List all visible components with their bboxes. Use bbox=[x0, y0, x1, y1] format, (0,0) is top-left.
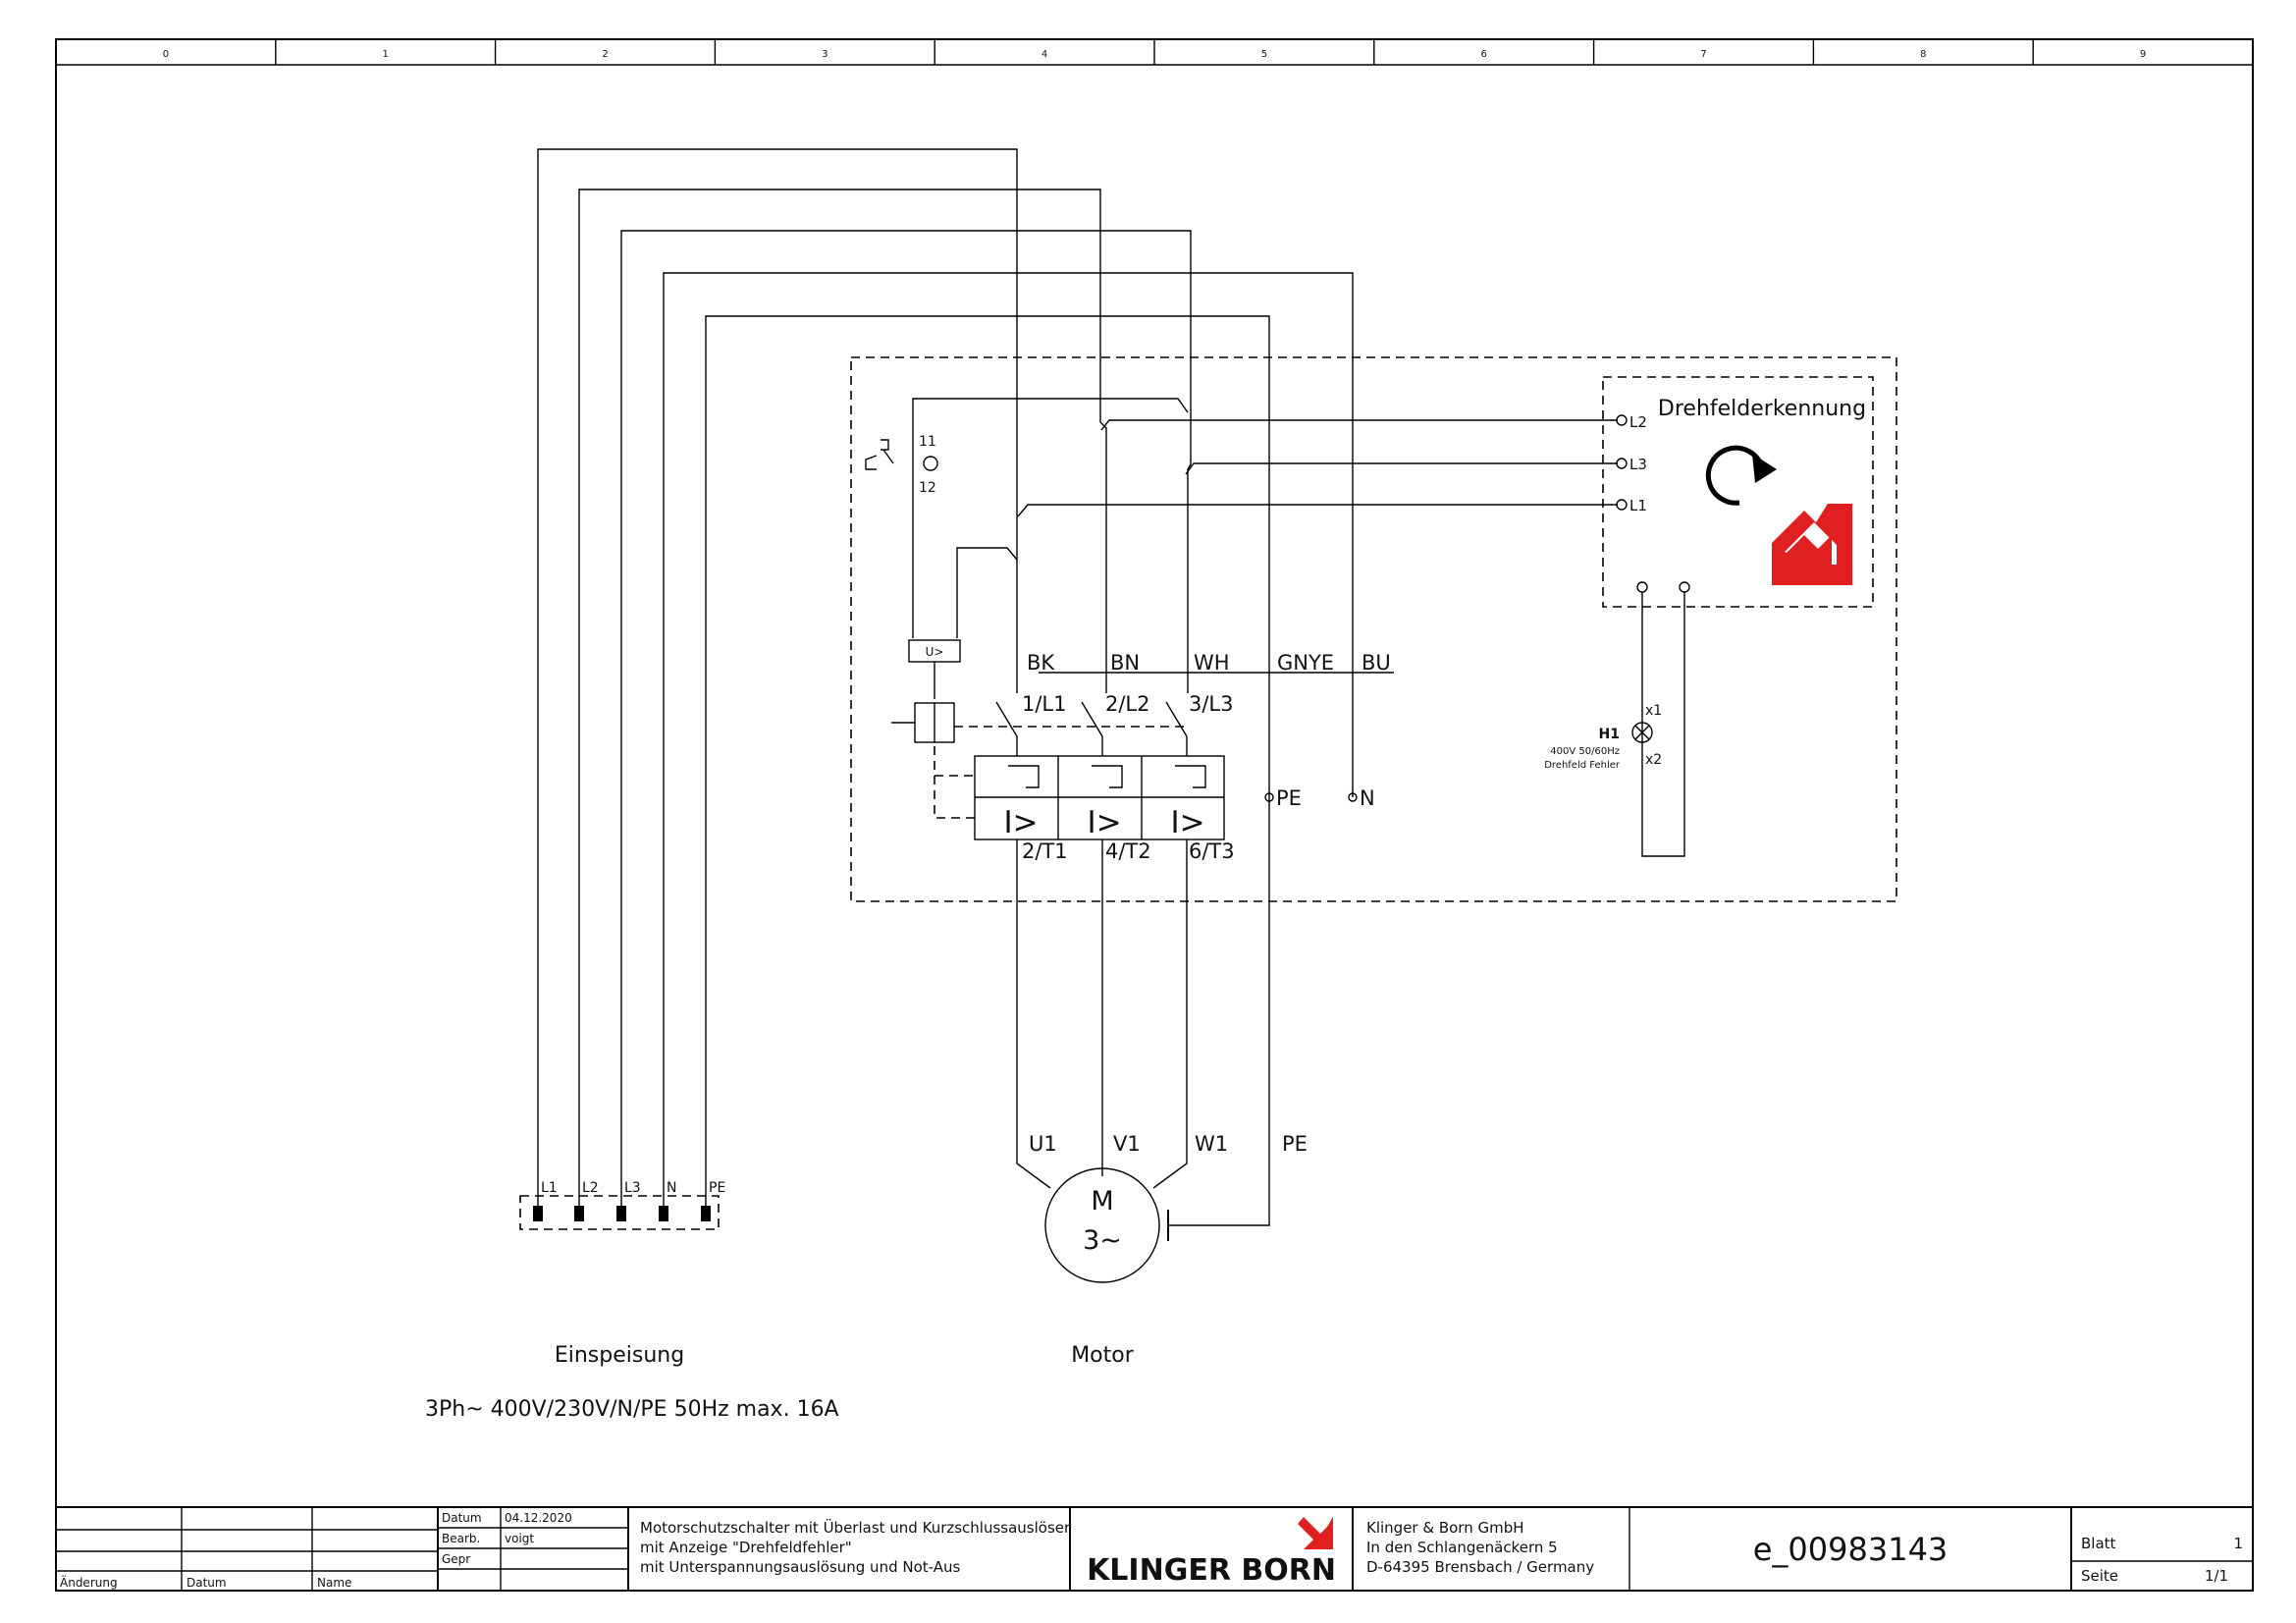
blatt-value: 1 bbox=[2233, 1535, 2243, 1552]
wire-label-bu: BU bbox=[1362, 651, 1391, 675]
terminal-label-l1: L1 bbox=[541, 1180, 558, 1196]
ruler-col-5: 5 bbox=[1261, 49, 1267, 60]
lamp-id: H1 bbox=[1599, 727, 1620, 742]
motor-symbol-top: M bbox=[1091, 1186, 1113, 1217]
breaker-output-2: 4/T2 bbox=[1105, 839, 1151, 863]
supply-spec: 3Ph~ 400V/230V/N/PE 50Hz max. 16A bbox=[425, 1397, 839, 1422]
ruler-col-9: 9 bbox=[2140, 49, 2146, 60]
breaker-input-1: 1/L1 bbox=[1022, 692, 1067, 716]
klinger-born-mark-icon bbox=[1772, 504, 1852, 585]
breaker-output-3: 6/T3 bbox=[1189, 839, 1235, 863]
rev-col-datum: Datum bbox=[187, 1576, 227, 1590]
motor-protection-breaker: I> I> I> bbox=[974, 755, 1225, 840]
address-line-1: Klinger & Born GmbH bbox=[1366, 1519, 1524, 1537]
ruler-col-6: 6 bbox=[1481, 49, 1487, 60]
terminal-label-n: N bbox=[667, 1180, 676, 1196]
breaker-output-1: 2/T1 bbox=[1022, 839, 1068, 863]
wire-label-bn: BN bbox=[1110, 651, 1140, 675]
wire-label-wh: WH bbox=[1194, 651, 1230, 675]
trip-label-3: I> bbox=[1170, 805, 1204, 840]
control-wiring bbox=[912, 398, 1618, 674]
lamp-desc: Drehfeld Fehler bbox=[1544, 760, 1621, 771]
lamp-x2-label: x2 bbox=[1645, 752, 1662, 768]
breaker-input-2: 2/L2 bbox=[1105, 692, 1150, 716]
motor-terminal-u1: U1 bbox=[1029, 1132, 1057, 1156]
lamp-x1-label: x1 bbox=[1645, 703, 1662, 719]
ruler-col-8: 8 bbox=[1920, 49, 1926, 60]
phase-terminal-l2: L2 bbox=[1629, 413, 1647, 431]
seite-label: Seite bbox=[2081, 1567, 2118, 1585]
phase-terminal-l1: L1 bbox=[1629, 497, 1647, 514]
phase-detector-title: Drehfelderkennung bbox=[1658, 397, 1866, 421]
gepr-label: Gepr bbox=[442, 1552, 470, 1566]
wire-label-gnye: GNYE bbox=[1277, 651, 1334, 675]
company-logo-arrow-icon bbox=[1298, 1517, 1333, 1549]
datum-label: Datum bbox=[442, 1511, 482, 1525]
phase-detector-module: Drehfelderkennung L2 L3 L1 bbox=[1602, 376, 1874, 608]
pe-terminal-label: PE bbox=[1276, 786, 1302, 810]
terminal-label-l2: L2 bbox=[582, 1180, 599, 1196]
n-terminal-label: N bbox=[1360, 786, 1375, 810]
column-ruler: 0 1 2 3 4 5 6 7 8 9 bbox=[163, 39, 2146, 65]
motor-caption: Motor bbox=[1071, 1343, 1135, 1368]
ruler-col-7: 7 bbox=[1700, 49, 1706, 60]
bearb-value: voigt bbox=[505, 1532, 534, 1545]
supply-terminal-block: L1 L2 L3 N PE bbox=[519, 1180, 725, 1230]
trip-label-2: I> bbox=[1087, 805, 1121, 840]
wire-color-labels: BK BN WH GNYE BU bbox=[1027, 651, 1391, 675]
ruler-col-2: 2 bbox=[602, 49, 608, 60]
rev-col-name: Name bbox=[317, 1576, 351, 1590]
breaker-contacts bbox=[891, 701, 1188, 819]
description-line-1: Motorschutzschalter mit Überlast und Kur… bbox=[640, 1518, 1071, 1537]
title-block: Änderung Datum Name Datum 04.12.2020 Bea… bbox=[56, 1506, 2253, 1591]
motor-terminal-v1: V1 bbox=[1113, 1132, 1141, 1156]
bearb-label: Bearb. bbox=[442, 1532, 480, 1545]
description-line-2: mit Anzeige "Drehfeldfehler" bbox=[640, 1539, 852, 1556]
ruler-col-0: 0 bbox=[163, 49, 169, 60]
motor-terminal-w1: W1 bbox=[1195, 1132, 1228, 1156]
supply-caption: Einspeisung bbox=[555, 1343, 684, 1368]
indicator-lamp-h1: x1 x2 H1 400V 50/60Hz Drehfeld Fehler bbox=[1544, 592, 1685, 857]
terminal-label-l3: L3 bbox=[624, 1180, 641, 1196]
trip-label-1: I> bbox=[1003, 805, 1038, 840]
motor-symbol: M 3~ U1 V1 W1 PE bbox=[1029, 1132, 1308, 1283]
blatt-label: Blatt bbox=[2081, 1535, 2116, 1552]
drawing-number: e_00983143 bbox=[1753, 1531, 1949, 1568]
sheet-frame bbox=[55, 38, 2254, 1592]
phase-terminal-l3: L3 bbox=[1629, 456, 1647, 473]
contact-12-label: 12 bbox=[919, 480, 936, 496]
breaker-input-3: 3/L3 bbox=[1189, 692, 1234, 716]
description-line-3: mit Unterspannungsauslösung und Not-Aus bbox=[640, 1558, 960, 1576]
seite-value: 1/1 bbox=[2205, 1567, 2228, 1585]
address-line-2: In den Schlangenäckern 5 bbox=[1366, 1539, 1558, 1556]
ruler-col-3: 3 bbox=[822, 49, 828, 60]
address-line-3: D-64395 Brensbach / Germany bbox=[1366, 1558, 1594, 1576]
terminal-label-pe: PE bbox=[709, 1180, 725, 1196]
rotation-arrow-icon bbox=[1705, 445, 1764, 506]
emergency-stop-contact: 11 12 bbox=[865, 434, 938, 496]
enclosure-box bbox=[850, 356, 1897, 902]
motor-leads bbox=[1016, 839, 1188, 1189]
lamp-spec: 400V 50/60Hz bbox=[1550, 746, 1620, 757]
feed-wires bbox=[537, 148, 1354, 1226]
ruler-col-1: 1 bbox=[383, 49, 389, 60]
motor-symbol-bottom: 3~ bbox=[1083, 1225, 1122, 1256]
contact-11-label: 11 bbox=[919, 434, 936, 450]
datum-value: 04.12.2020 bbox=[505, 1511, 572, 1525]
wire-label-bk: BK bbox=[1027, 651, 1055, 675]
motor-terminal-pe: PE bbox=[1282, 1132, 1308, 1156]
ruler-col-4: 4 bbox=[1041, 49, 1047, 60]
undervoltage-label: U> bbox=[926, 645, 944, 659]
company-logo-text: KLINGER BORN bbox=[1087, 1553, 1336, 1588]
rev-col-aenderung: Änderung bbox=[60, 1575, 118, 1590]
